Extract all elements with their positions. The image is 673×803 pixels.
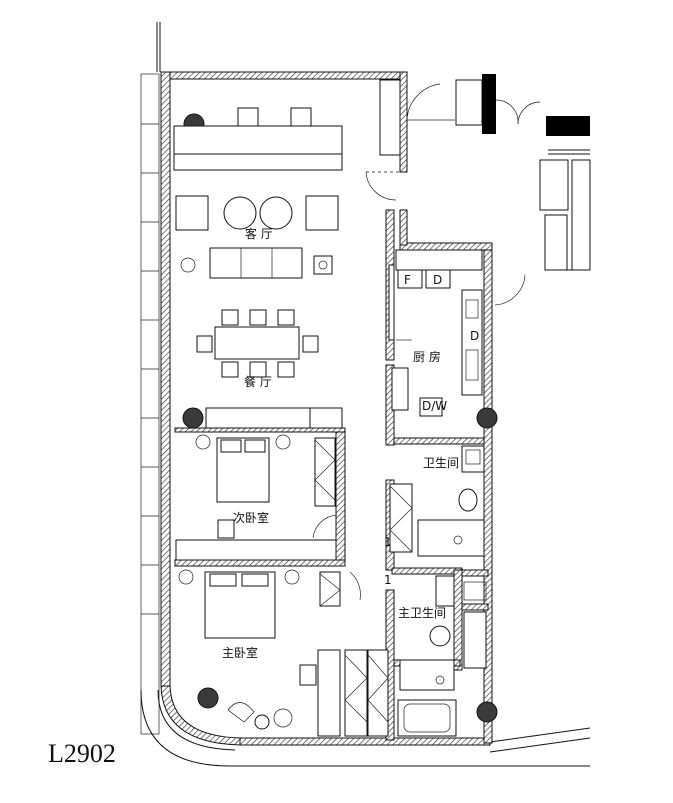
combo-tag: D <box>433 273 442 287</box>
living-room-label: 客 厅 <box>245 226 273 241</box>
second-bedroom-furniture <box>175 434 338 561</box>
bathroom-fixtures <box>389 445 485 557</box>
fridge-tag: F <box>404 273 411 287</box>
dining-room-label: 餐 厅 <box>244 374 272 389</box>
exterior-facade <box>140 22 161 735</box>
washer-dryer-tag: D/W <box>422 399 447 413</box>
master-bedroom-furniture <box>178 569 368 737</box>
dining-furniture <box>196 309 343 429</box>
bath-one-tag: 1 <box>384 535 392 549</box>
corridor-elements <box>365 74 591 306</box>
master-bathroom-fixtures <box>367 575 487 737</box>
master-bedroom-label: 主卧室 <box>222 645 258 660</box>
master-one-tag: 1 <box>384 573 392 587</box>
master-bathroom-label: 主卫生间 <box>398 606 446 620</box>
kitchen-d-tag: D <box>470 329 479 343</box>
unit-code-label: L2902 <box>48 739 116 768</box>
kitchen-label: 厨 房 <box>413 349 441 364</box>
kitchen-fixtures <box>388 249 483 417</box>
exterior-walls <box>160 71 493 746</box>
second-bedroom-label: 次卧室 <box>233 510 269 525</box>
living-room-furniture <box>173 107 343 279</box>
bathroom-label: 卫生间 <box>423 456 459 470</box>
